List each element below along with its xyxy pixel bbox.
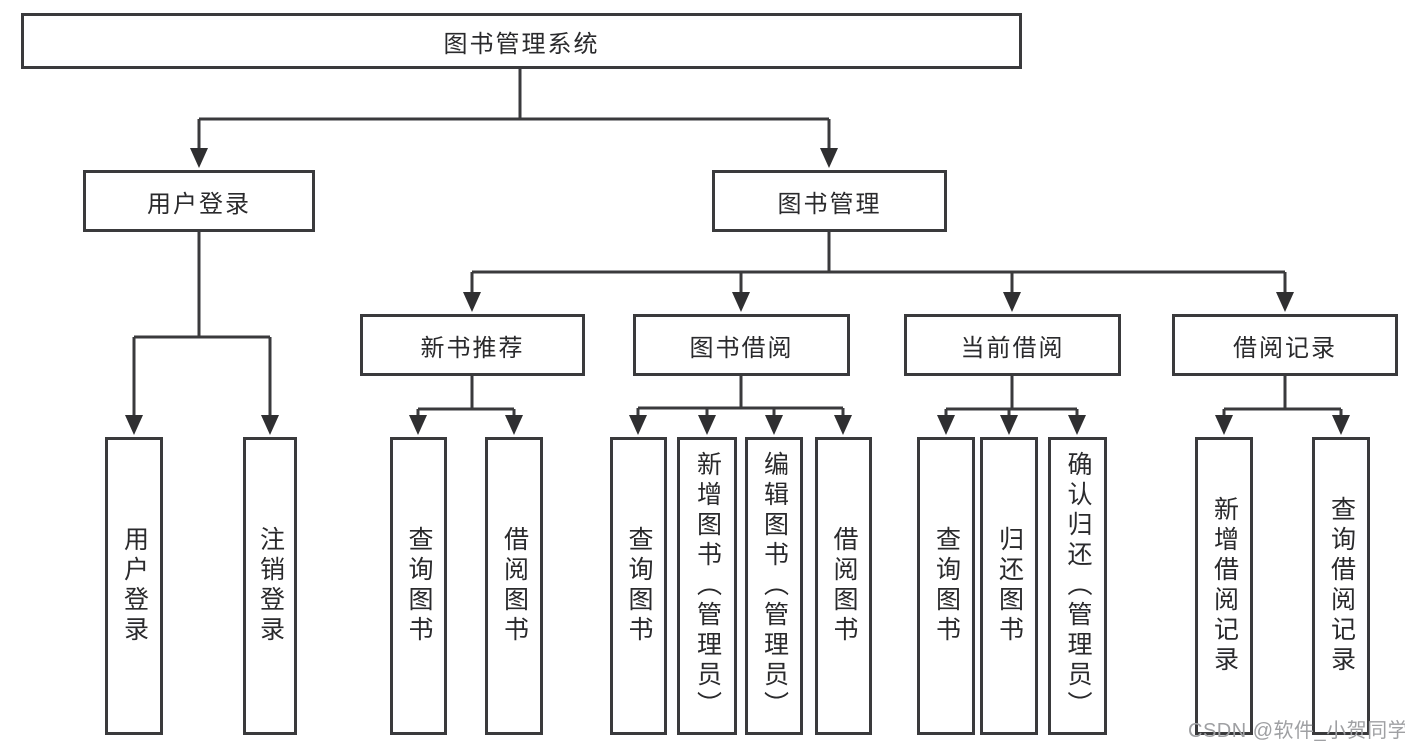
arrow-down-icon [629,415,647,435]
arrow-down-icon [1000,415,1018,435]
arrow-down-icon [698,415,716,435]
arrow-down-icon [1003,292,1021,312]
connector-segments [132,69,1343,415]
node-leaf-query-books-2: 查询图书 [610,437,667,735]
arrow-down-icon [765,415,783,435]
node-current-borrow: 当前借阅 [904,314,1121,376]
connector-newbook-to-children [416,376,516,415]
node-leaf-query-books-3: 查询图书 [917,437,975,735]
arrow-down-icon [463,292,481,312]
arrow-down-icon [261,415,279,435]
connector-bookmgmt-to-level3 [470,232,1287,297]
node-leaf-edit-books-admin: 编辑图书（管理员） [745,437,803,735]
arrow-down-icon [834,415,852,435]
arrow-down-icon [125,415,143,435]
node-leaf-logout: 注销登录 [243,437,297,735]
connector-records-to-children [1222,376,1343,415]
arrow-down-icon [1068,415,1086,435]
connector-root-to-level2 [197,69,831,152]
node-leaf-borrow-books-2: 借阅图书 [815,437,872,735]
arrow-down-icon [1332,415,1350,435]
arrow-down-icon [505,415,523,435]
node-borrow-records: 借阅记录 [1172,314,1398,376]
node-book-management: 图书管理 [712,170,947,232]
node-leaf-user-login: 用户登录 [105,437,163,735]
node-leaf-return-books: 归还图书 [980,437,1038,735]
connector-userlogin-to-children [132,232,272,415]
arrow-down-icon [1215,415,1233,435]
node-leaf-add-books-admin: 新增图书（管理员） [677,437,737,735]
arrow-down-icon [409,415,427,435]
node-leaf-query-books-1: 查询图书 [390,437,447,735]
arrow-down-icon [732,292,750,312]
arrowheads [125,148,1350,435]
node-leaf-borrow-books-1: 借阅图书 [485,437,543,735]
node-leaf-add-borrow-record: 新增借阅记录 [1195,437,1253,735]
arrow-down-icon [190,148,208,168]
node-new-book-recommend: 新书推荐 [360,314,585,376]
arrow-down-icon [1276,292,1294,312]
connector-bookborrow-to-children [636,376,845,415]
node-library-management-system: 图书管理系统 [21,13,1022,69]
node-leaf-confirm-return-admin: 确认归还（管理员） [1048,437,1107,735]
arrow-down-icon [937,415,955,435]
node-book-borrow: 图书借阅 [633,314,850,376]
node-user-login: 用户登录 [83,170,315,232]
csdn-watermark: CSDN @软件_小贺同学 [1188,720,1405,742]
connector-currentborrow-to-children [944,376,1079,415]
node-leaf-query-borrow-record: 查询借阅记录 [1312,437,1370,735]
arrow-down-icon [820,148,838,168]
